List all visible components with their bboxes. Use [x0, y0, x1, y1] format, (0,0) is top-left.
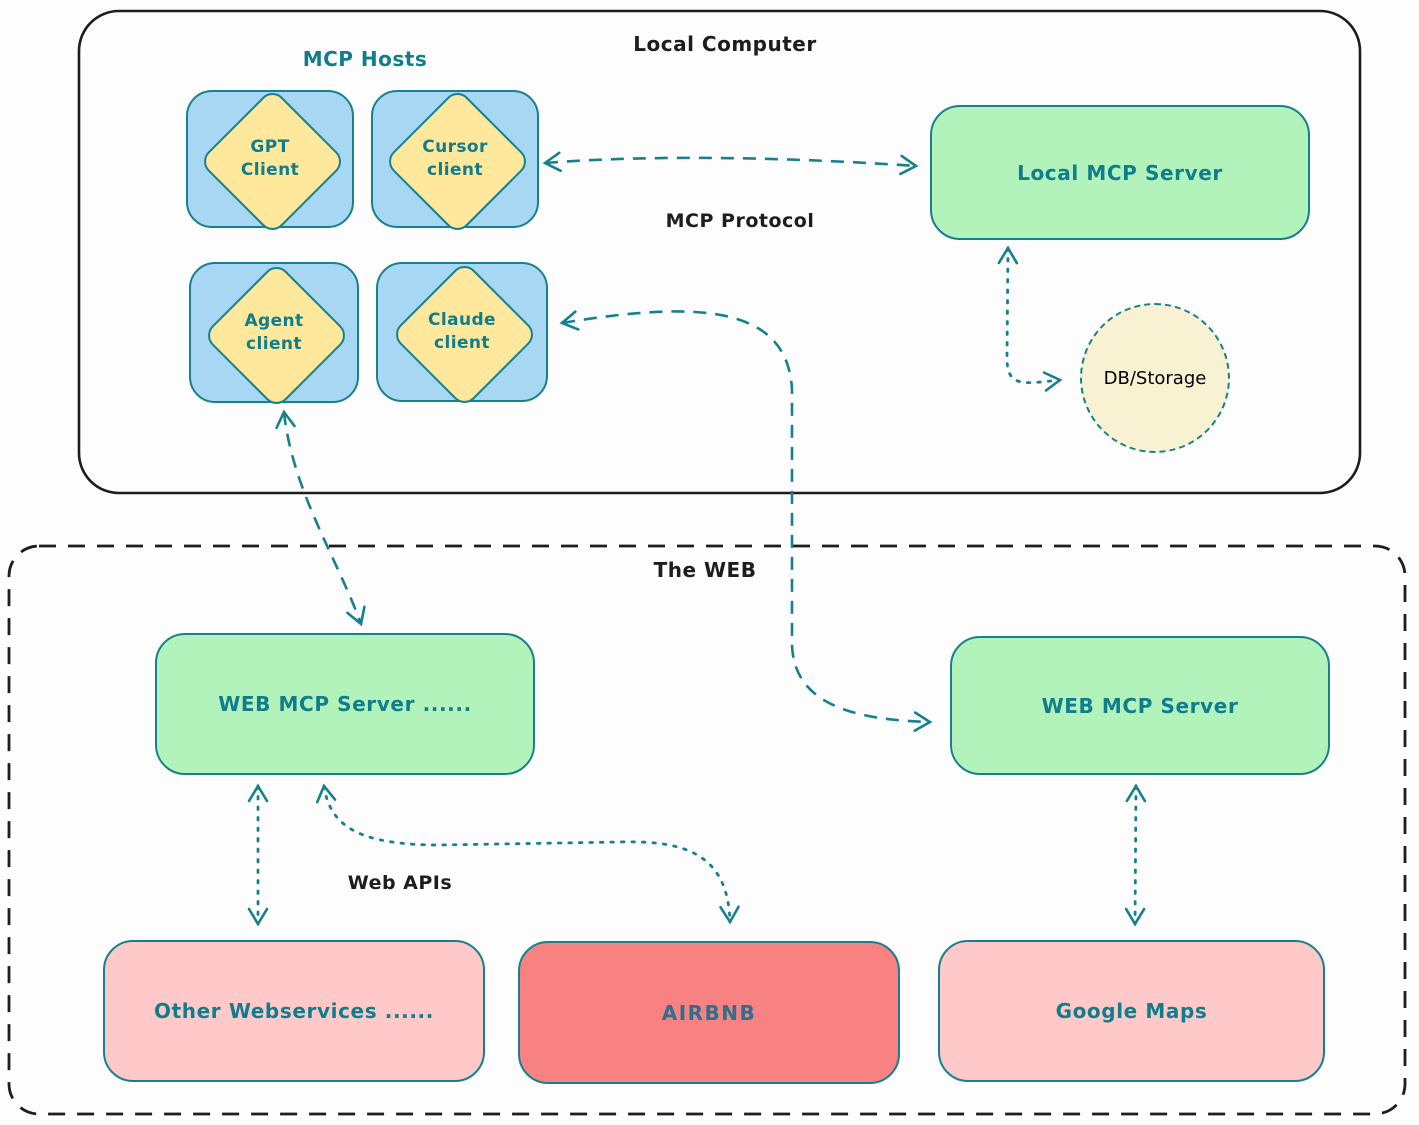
mcp-hosts-title: MCP Hosts — [302, 47, 428, 71]
db-storage-label: DB/Storage — [1103, 367, 1207, 389]
airbnb-node: AIRBNB — [518, 941, 900, 1084]
client-label-line: Agent — [244, 310, 304, 331]
agent-client-node: Agent client — [189, 260, 359, 410]
other-webservices-label: Other Webservices ...... — [154, 999, 434, 1023]
client-label-line: Client — [240, 160, 300, 180]
google-maps-node: Google Maps — [938, 940, 1325, 1082]
db-storage-node: DB/Storage — [1080, 303, 1230, 453]
client-label-line: GPT — [250, 137, 290, 158]
the-web-title: The WEB — [653, 558, 757, 582]
other-webservices-node: Other Webservices ...... — [103, 940, 485, 1082]
local-mcp-server-label: Local MCP Server — [1017, 160, 1223, 185]
claude-client-label: Claude client — [378, 264, 546, 400]
client-label-line: client — [427, 160, 483, 180]
google-maps-label: Google Maps — [1055, 999, 1208, 1023]
local-mcp-server-node: Local MCP Server — [930, 105, 1310, 240]
arrow-local-mcp-server-db-storage — [997, 245, 1063, 392]
web-mcp-server-left-label: WEB MCP Server ...... — [218, 692, 472, 716]
web-apis-label: Web APIs — [347, 872, 453, 894]
cursor-client-node: Cursor client — [371, 87, 539, 236]
agent-client-label: Agent client — [191, 264, 357, 401]
arrow-web-mcp-server-left-airbnb — [315, 783, 740, 925]
client-label-line: Claude — [428, 310, 496, 331]
arrow-web-mcp-server-right-google-maps — [1124, 783, 1147, 927]
arrow-claude-client-web-mcp-server-right — [559, 310, 933, 732]
web-mcp-server-left-node: WEB MCP Server ...... — [155, 633, 535, 775]
cursor-client-label: Cursor client — [373, 92, 537, 226]
gpt-client-node: GPT Client — [186, 87, 354, 236]
client-label-line: client — [434, 333, 490, 353]
arrow-agent-client-web-mcp-server-left — [275, 409, 366, 627]
airbnb-label: AIRBNB — [661, 1000, 757, 1025]
arrow-cursor-client-local-mcp-server — [542, 151, 919, 176]
gpt-client-label: GPT Client — [188, 92, 352, 226]
client-label-line: Cursor — [422, 137, 488, 158]
web-mcp-server-right-node: WEB MCP Server — [950, 636, 1330, 775]
mcp-protocol-label: MCP Protocol — [665, 210, 815, 232]
web-mcp-server-right-label: WEB MCP Server — [1041, 693, 1239, 718]
client-label-line: client — [246, 333, 302, 354]
claude-client-node: Claude client — [376, 260, 548, 409]
local-computer-title: Local Computer — [633, 32, 817, 56]
